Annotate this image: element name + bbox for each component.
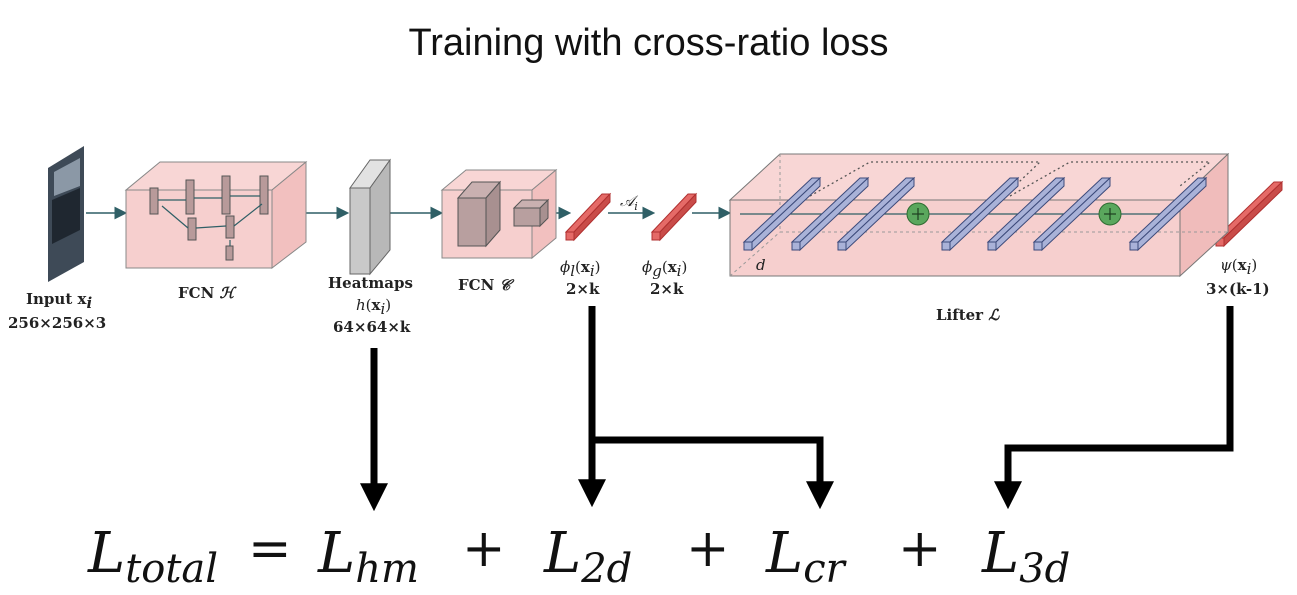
svg-text:h(xi): h(xi) xyxy=(356,296,391,318)
eq-plus-2: + xyxy=(686,519,730,579)
svg-text:2×k: 2×k xyxy=(650,280,684,298)
label-phi-g: ϕg(xi) 2×k xyxy=(642,258,687,298)
svg-text:2×k: 2×k xyxy=(566,280,600,298)
eq-plus-3: + xyxy=(898,519,942,579)
svg-text:FCN 𝒞: FCN 𝒞 xyxy=(458,276,515,294)
svg-text:256×256×3: 256×256×3 xyxy=(8,314,106,332)
eq-lhm: Lhm xyxy=(317,521,419,592)
eq-equals: = xyxy=(248,519,292,579)
sum-node-1 xyxy=(906,202,930,226)
label-input: Input xi 256×256×3 xyxy=(8,290,106,332)
input-image xyxy=(48,146,84,282)
svg-text:ϕl(xi): ϕl(xi) xyxy=(560,258,601,280)
eq-l3d: L3d xyxy=(981,521,1070,592)
lifter-layers xyxy=(742,176,1208,252)
eq-plus-1: + xyxy=(462,519,506,579)
lifter-box xyxy=(728,152,1230,278)
phi-g-bar xyxy=(650,192,698,242)
loss-arrows xyxy=(360,306,1234,512)
svg-text:ψ(xi): ψ(xi) xyxy=(1220,256,1257,278)
label-fcn-c: FCN 𝒞 xyxy=(458,276,515,294)
svg-text:ϕg(xi): ϕg(xi) xyxy=(642,258,687,280)
phi-l-bar xyxy=(564,192,612,242)
label-lifter: d Lifter ℒ xyxy=(756,256,1000,324)
eq-lcr: Lcr xyxy=(765,521,848,592)
diagram-title: Training with cross-ratio loss xyxy=(408,22,889,64)
sum-node-2 xyxy=(1098,202,1122,226)
label-phi-l: ϕl(xi) 2×k xyxy=(560,258,601,298)
eq-l2d: L2d xyxy=(543,521,632,592)
label-fcn-h: FCN ℋ xyxy=(178,284,238,302)
arrow-to-l3d xyxy=(994,306,1234,510)
svg-text:𝒜i: 𝒜i xyxy=(620,192,639,213)
label-a-i: 𝒜i xyxy=(620,192,639,213)
heatmaps-block xyxy=(349,158,391,276)
label-heatmaps: Heatmaps h(xi) 64×64×k xyxy=(328,274,413,336)
eq-ltotal: Ltotal xyxy=(87,521,218,592)
svg-text:64×64×k: 64×64×k xyxy=(333,318,411,336)
svg-text:Lifter ℒ: Lifter ℒ xyxy=(936,306,1000,324)
svg-text:3×(k-1): 3×(k-1) xyxy=(1206,280,1270,298)
svg-text:FCN ℋ: FCN ℋ xyxy=(178,284,238,302)
arrow-to-lcr xyxy=(592,436,834,510)
loss-equation: Ltotal = Lhm + L2d + Lcr + L3d xyxy=(87,519,1070,592)
svg-text:Input xi: Input xi xyxy=(26,290,92,312)
fcn-h-box xyxy=(124,160,308,270)
fcn-c-box xyxy=(440,168,558,260)
svg-text:d: d xyxy=(756,256,766,274)
svg-text:Heatmaps: Heatmaps xyxy=(328,274,413,292)
label-psi: ψ(xi) 3×(k-1) xyxy=(1206,256,1270,298)
